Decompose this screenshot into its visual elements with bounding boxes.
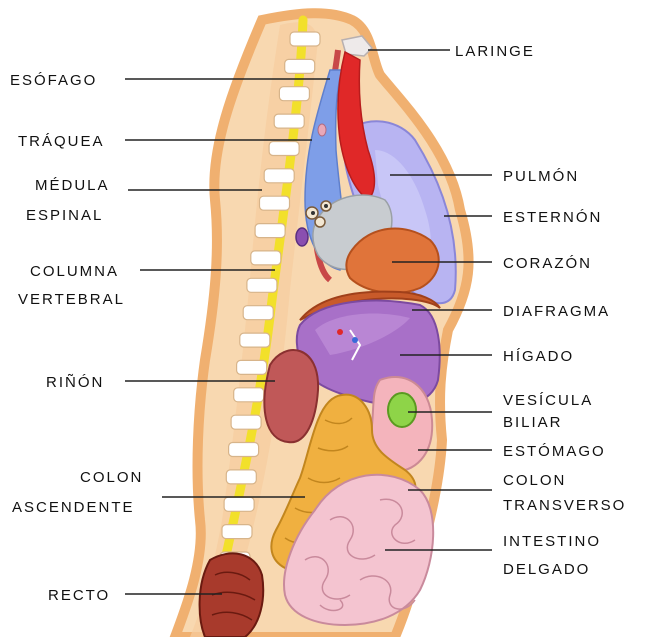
rectum (200, 553, 264, 637)
label-diafragma: DIAFRAGMA (503, 303, 610, 320)
vertebra (255, 224, 285, 238)
vertebra (240, 333, 270, 347)
vertebra (234, 388, 264, 402)
vertebra (264, 169, 294, 183)
vertebra (269, 142, 299, 156)
label-esternon: ESTERNÓN (503, 209, 602, 226)
label-corazon: CORAZÓN (503, 255, 592, 272)
vertebra (274, 114, 304, 128)
label-esofago: ESÓFAGO (10, 72, 97, 89)
label-vesicula-line1: VESÍCULA (503, 392, 593, 409)
vertebra (279, 87, 309, 101)
vertebra (226, 470, 256, 484)
vertebra (243, 306, 273, 320)
label-laringe: LARINGE (455, 43, 535, 60)
kidney (264, 350, 318, 442)
label-vesicula-line2: BILIAR (503, 414, 563, 431)
vertebra (260, 196, 290, 210)
vertebra (224, 497, 254, 511)
label-higado: HÍGADO (503, 348, 574, 365)
label-rinon: RIÑÓN (46, 374, 104, 391)
label-intestino-line2: DELGADO (503, 561, 590, 578)
vertebra (247, 278, 277, 292)
label-medula-line1: MÉDULA (35, 177, 110, 194)
label-recto: RECTO (48, 587, 110, 604)
label-medula-line2: ESPINAL (26, 207, 103, 224)
vertebra (290, 32, 320, 46)
vertebra (237, 360, 267, 374)
label-intestino-line1: INTESTINO (503, 533, 601, 550)
vertebra (231, 415, 261, 429)
label-colon-transverso-line2: TRANSVERSO (503, 497, 626, 514)
label-colon-ascendente-line2: ASCENDENTE (12, 499, 135, 516)
vertebra (229, 443, 259, 457)
vertebra (222, 525, 252, 539)
label-pulmon: PULMÓN (503, 168, 579, 185)
gallbladder (388, 393, 416, 427)
label-estomago: ESTÓMAGO (503, 443, 606, 460)
label-colon-transverso-line1: COLON (503, 472, 566, 489)
label-colon-ascendente-line1: COLON (80, 469, 143, 486)
vertebra (285, 59, 315, 73)
vertebra (251, 251, 281, 265)
label-traquea: TRÁQUEA (18, 133, 105, 150)
label-columna-line1: COLUMNA (30, 263, 119, 280)
label-columna-line2: VERTEBRAL (18, 291, 125, 308)
